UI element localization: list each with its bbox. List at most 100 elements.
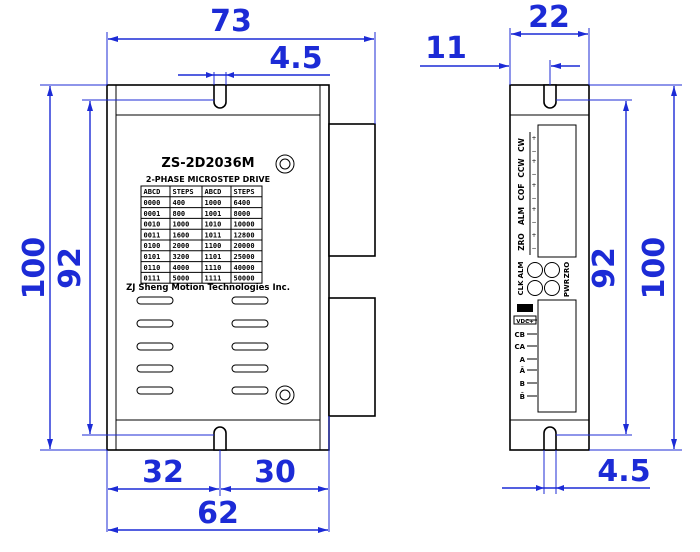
power-terminal-label: Ā bbox=[520, 366, 526, 375]
table-cell: 20000 bbox=[234, 242, 255, 250]
dim-4-5-side: 4.5 bbox=[597, 454, 650, 489]
dim-11: 11 bbox=[425, 31, 467, 66]
polarity-plus: + bbox=[531, 206, 536, 213]
led-indicator bbox=[544, 262, 560, 278]
table-cell: 40000 bbox=[234, 264, 255, 272]
table-header: STEPS bbox=[234, 188, 255, 196]
screw-hole-bottom bbox=[275, 385, 295, 405]
power-terminal-label: B̄ bbox=[520, 392, 525, 401]
table-cell: 12800 bbox=[234, 231, 255, 239]
terminal-label: CW bbox=[517, 137, 526, 152]
dim-100-right: 100 bbox=[637, 237, 672, 300]
signal-terminal-labels: CW+−CCW+−COF+−ALM+−ZRO+− bbox=[517, 132, 537, 255]
table-cell: 1110 bbox=[205, 264, 222, 272]
dim-62: 62 bbox=[197, 496, 239, 531]
table-cell: 800 bbox=[173, 210, 186, 218]
terminal-label: ZRO bbox=[517, 233, 526, 251]
dim-30: 30 bbox=[254, 455, 296, 490]
vdc-marker bbox=[517, 304, 533, 312]
dim-73: 73 bbox=[210, 4, 252, 39]
manufacturer-label: ZJ Sheng Motion Technologies Inc. bbox=[126, 283, 290, 293]
signal-terminal-block bbox=[537, 124, 577, 258]
led-label: ALM bbox=[517, 262, 525, 279]
polarity-plus: + bbox=[531, 135, 536, 142]
table-cell: 4000 bbox=[173, 264, 190, 272]
table-cell: 0110 bbox=[144, 264, 161, 272]
vent-slot bbox=[231, 364, 269, 373]
power-terminal-label: VDC+ bbox=[516, 319, 534, 325]
polarity-minus: − bbox=[531, 245, 536, 252]
led-label: PWR bbox=[563, 278, 571, 297]
table-cell: 8000 bbox=[234, 210, 251, 218]
dim-4-5-top: 4.5 bbox=[269, 41, 322, 76]
table-cell: 1010 bbox=[205, 221, 222, 229]
dim-100-left: 100 bbox=[17, 237, 52, 300]
dim-92-right: 92 bbox=[587, 247, 622, 289]
polarity-minus: − bbox=[531, 148, 536, 155]
table-cell: 10000 bbox=[234, 221, 255, 229]
table-cell: 1600 bbox=[173, 231, 190, 239]
led-indicator bbox=[527, 262, 543, 278]
connector-block-bottom bbox=[328, 297, 376, 417]
screw-hole-top-inner bbox=[279, 158, 291, 170]
table-cell: 2000 bbox=[173, 242, 190, 250]
table-cell: 1100 bbox=[205, 242, 222, 250]
subtitle-label: 2-PHASE MICROSTEP DRIVE bbox=[146, 175, 270, 184]
dimension-lines: 73 4.5 100 92 32 30 bbox=[17, 0, 682, 533]
table-cell: 50000 bbox=[234, 275, 255, 283]
table-header: STEPS bbox=[173, 188, 194, 196]
polarity-minus: − bbox=[531, 171, 536, 178]
table-cell: 1001 bbox=[205, 210, 222, 218]
dim-92-left: 92 bbox=[53, 247, 88, 289]
led-label: CLK bbox=[517, 280, 525, 296]
table-header: ABCD bbox=[144, 188, 161, 196]
table-cell: 0000 bbox=[144, 199, 161, 207]
power-terminal-label: A bbox=[520, 356, 526, 364]
table-cell: 1101 bbox=[205, 253, 222, 261]
table-cell: 25000 bbox=[234, 253, 255, 261]
table-cell: 0100 bbox=[144, 242, 161, 250]
led-indicator bbox=[544, 280, 560, 296]
connector-block-top bbox=[328, 123, 376, 257]
vent-slot bbox=[136, 296, 174, 305]
table-cell: 1111 bbox=[205, 275, 222, 283]
front-view: ZS-2D2036M 2-PHASE MICROSTEP DRIVE ABCD S… bbox=[106, 84, 376, 451]
bottom-mounting-slot bbox=[213, 426, 227, 451]
vent-slot bbox=[136, 364, 174, 373]
polarity-minus: − bbox=[531, 195, 536, 202]
table-cell: 400 bbox=[173, 199, 186, 207]
polarity-minus: − bbox=[531, 219, 536, 226]
dim-32: 32 bbox=[142, 455, 184, 490]
vent-slot bbox=[231, 319, 269, 328]
power-terminal-label: B bbox=[520, 380, 525, 388]
vent-slot bbox=[231, 386, 269, 395]
screw-hole-bottom-inner bbox=[279, 389, 291, 401]
polarity-plus: + bbox=[531, 158, 536, 165]
terminal-label: COF bbox=[517, 183, 526, 200]
table-header: ABCD bbox=[205, 188, 222, 196]
led-indicator bbox=[527, 280, 543, 296]
top-mounting-slot bbox=[213, 84, 227, 109]
ventilation-slots bbox=[136, 296, 269, 395]
power-terminal-label: CB bbox=[515, 331, 525, 339]
table-cell: 0001 bbox=[144, 210, 161, 218]
terminal-label: ALM bbox=[517, 207, 526, 225]
led-label: ZRO bbox=[563, 262, 571, 278]
vent-slot bbox=[136, 319, 174, 328]
vent-slot bbox=[136, 342, 174, 351]
table-cell: 0010 bbox=[144, 221, 161, 229]
side-top-slot bbox=[543, 84, 557, 109]
table-cell: 0011 bbox=[144, 231, 161, 239]
model-label: ZS-2D2036M bbox=[161, 156, 254, 171]
screw-hole-top bbox=[275, 154, 295, 174]
table-cell: 1011 bbox=[205, 231, 222, 239]
power-terminal-block bbox=[537, 299, 577, 413]
terminal-label: CCW bbox=[517, 158, 526, 178]
polarity-plus: + bbox=[531, 182, 536, 189]
vent-slot bbox=[136, 386, 174, 395]
table-cell: 0101 bbox=[144, 253, 161, 261]
